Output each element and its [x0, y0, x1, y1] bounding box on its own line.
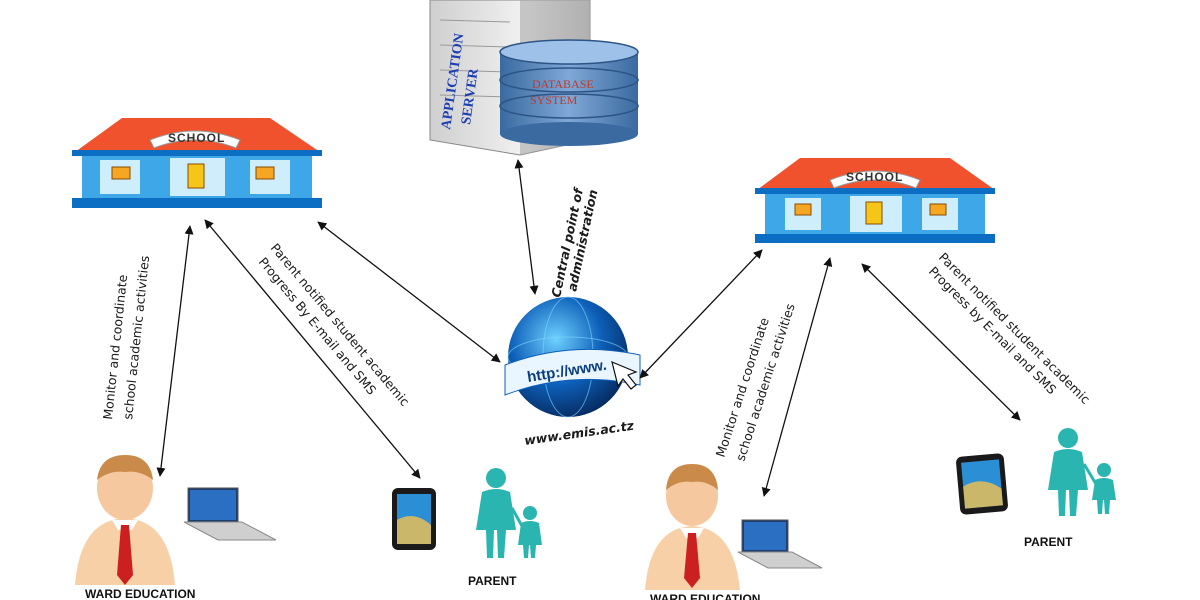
arrow-school-right-globe	[639, 249, 763, 379]
connector-lines	[156, 159, 1021, 497]
arrow-school-left-ward	[156, 225, 194, 477]
site-url: www.emis.ac.tz	[523, 418, 635, 448]
tablet-icon-left	[392, 488, 436, 550]
laptop-icon-left	[183, 487, 277, 541]
arrow-school-right-parent	[861, 263, 1021, 421]
parent-child-icon-right	[1048, 428, 1116, 516]
parent-child-icon-left	[476, 468, 542, 558]
school-sign-right: SCHOOL	[846, 170, 903, 184]
parent-label-left: PARENT	[468, 574, 517, 588]
label-parent-left-2: Progress By E-mail and SMS	[256, 254, 380, 397]
school-building-left: SCHOOL	[72, 118, 322, 208]
ward-label-left: WARD EDUCATION	[85, 587, 195, 600]
label-parent-left-1: Parent notified student academic	[268, 240, 413, 409]
school-sign-left: SCHOOL	[168, 131, 225, 145]
tablet-icon-right	[956, 453, 1008, 515]
cursor-hand-icon	[611, 360, 638, 390]
parent-label-right: PARENT	[1024, 535, 1073, 549]
ward-label-right: WARD EDUCATION	[650, 592, 760, 600]
label-parent-right-1: Parent notified student academic	[936, 250, 1093, 407]
database-label-line2: SYSTEM	[530, 93, 578, 107]
school-building-right: SCHOOL	[755, 158, 995, 243]
label-parent-right-2: Progress by E-mail and SMS	[926, 264, 1060, 398]
globe-web-icon: http://www. www.emis.ac.tz	[504, 296, 641, 448]
ward-education-officer-left: WARD EDUCATION	[75, 455, 195, 600]
arrow-server-globe	[514, 159, 539, 295]
database-icon: DATABASE SYSTEM	[499, 39, 639, 146]
arrow-school-left-parent	[204, 219, 421, 479]
arrow-school-right-ward	[761, 257, 833, 497]
database-label-line1: DATABASE	[532, 77, 594, 91]
laptop-icon-right	[737, 519, 823, 569]
ward-education-officer-right: WARD EDUCATION	[645, 464, 760, 600]
